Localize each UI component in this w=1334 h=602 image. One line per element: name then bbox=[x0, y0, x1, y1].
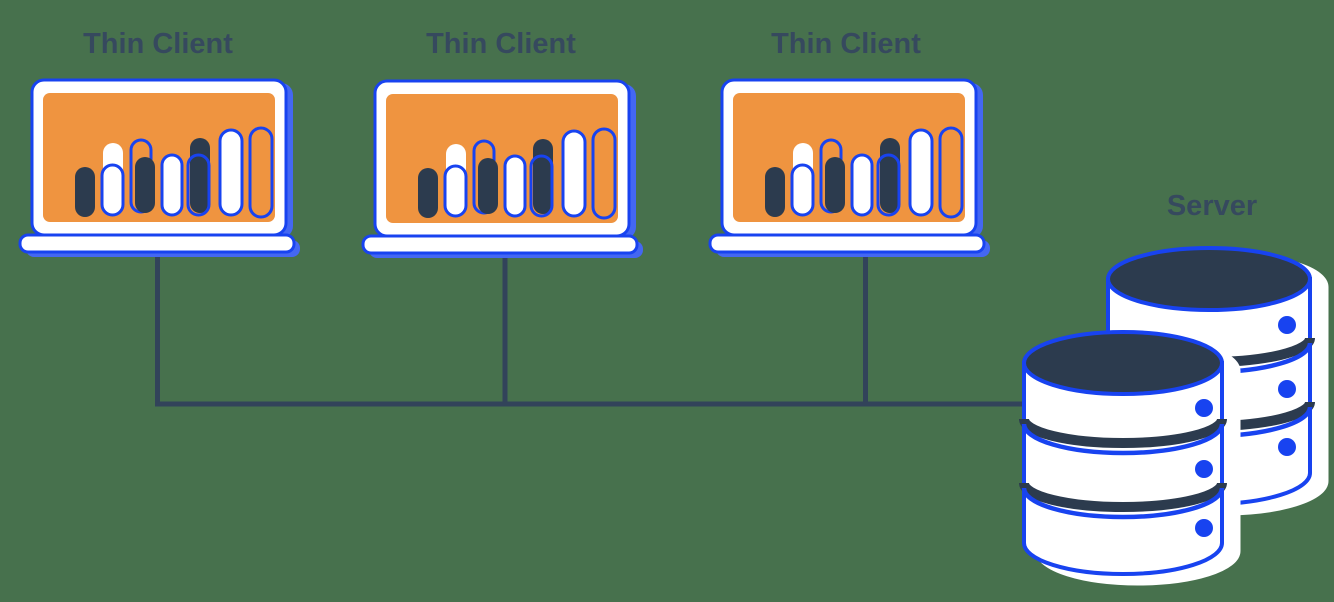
drive-indicator-dot bbox=[1278, 438, 1296, 456]
cylinder-divider bbox=[1021, 423, 1225, 456]
drive-indicator-dot bbox=[1195, 399, 1213, 417]
thin-client-3 bbox=[708, 78, 992, 259]
cylinder-divider-shadow bbox=[1019, 418, 1227, 448]
drive-indicator-dot bbox=[1195, 460, 1213, 478]
cylinder-top bbox=[1106, 246, 1312, 312]
thin-client-1 bbox=[18, 78, 302, 259]
drive-indicator-dot bbox=[1278, 380, 1296, 398]
network-connections bbox=[155, 248, 1030, 407]
thin-client-label-1: Thin Client bbox=[83, 28, 233, 60]
server-database-front bbox=[1019, 330, 1241, 586]
thin-client-2 bbox=[361, 79, 645, 260]
cylinder-divider bbox=[1021, 487, 1225, 520]
drive-indicator-dot bbox=[1195, 519, 1213, 537]
thin-client-label-2: Thin Client bbox=[426, 28, 576, 60]
server-label: Server bbox=[1167, 190, 1257, 222]
cylinder-body bbox=[1022, 361, 1224, 576]
drive-indicator-dot bbox=[1278, 316, 1296, 334]
thin-client-label-3: Thin Client bbox=[771, 28, 921, 60]
cylinder-divider-shadow bbox=[1019, 482, 1227, 512]
cylinder-top bbox=[1022, 330, 1224, 396]
